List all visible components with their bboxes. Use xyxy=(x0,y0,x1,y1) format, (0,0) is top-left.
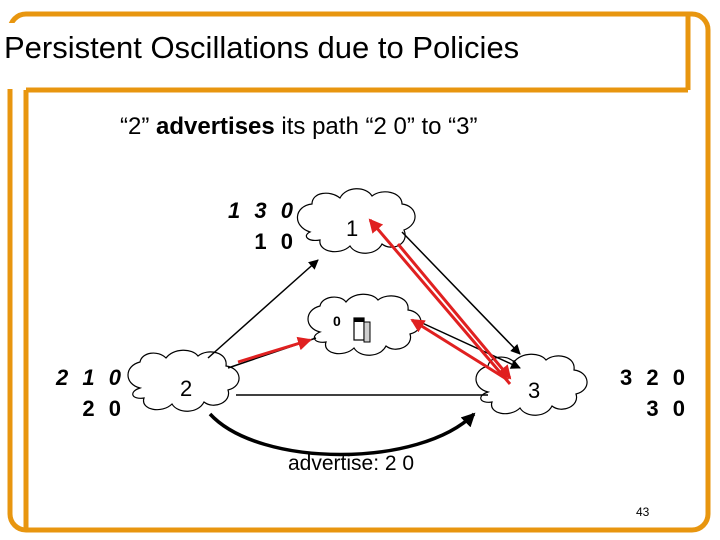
red-arrow-2-to-0 xyxy=(237,336,312,364)
node-label-3: 3 xyxy=(528,378,541,403)
subtitle-rest: its path “2 0” to “3” xyxy=(274,113,478,140)
cloud-node-2 xyxy=(127,349,240,412)
node-label-1: 1 xyxy=(346,216,359,241)
red-arrow-3-to-1 xyxy=(368,218,512,385)
advertise-caption: advertise: 2 0 xyxy=(288,452,415,475)
slide-subtitle: “2” advertises its path “2 0” to “3” xyxy=(120,113,478,141)
slide-title: Persistent Oscillations due to Policies xyxy=(4,30,520,65)
link-1-3 xyxy=(401,231,521,355)
link-2-1 xyxy=(207,259,319,359)
node-label-2: 2 xyxy=(180,376,193,401)
subtitle-bold: advertises xyxy=(156,113,275,140)
red-arrow-1-to-3 xyxy=(396,243,512,380)
node3-path-line2: 3 0 xyxy=(646,396,689,421)
node2-path-line1: 2 1 0 xyxy=(56,365,125,390)
node3-path-line1: 3 2 0 xyxy=(620,365,689,390)
slide-frame xyxy=(4,11,711,533)
node1-paths: 1 3 0 1 0 xyxy=(228,195,297,257)
router-icon xyxy=(353,317,371,343)
slide-number: 43 xyxy=(636,505,650,519)
advertise-arrow xyxy=(208,412,476,457)
node2-paths: 2 1 0 2 0 xyxy=(56,362,125,424)
node3-paths: 3 2 0 3 0 xyxy=(620,362,689,424)
subtitle-open: “2” xyxy=(120,113,156,140)
node1-path-line1: 1 3 0 xyxy=(228,198,297,223)
node-label-0: 0 xyxy=(333,313,341,329)
node1-path-line2: 1 0 xyxy=(254,229,297,254)
node2-path-line2: 2 0 xyxy=(82,396,125,421)
red-arrow-3-to-0 xyxy=(410,318,509,382)
link-0-3 xyxy=(419,321,521,369)
